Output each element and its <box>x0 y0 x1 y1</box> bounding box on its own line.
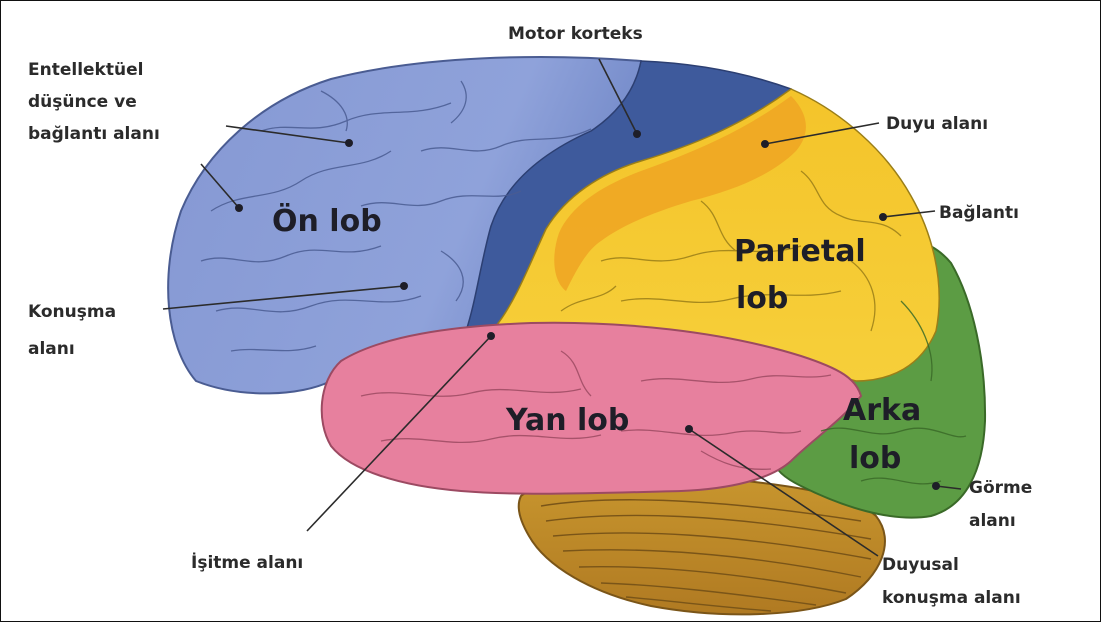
parietal-lobe-label-line2: lob <box>736 281 788 316</box>
frontal-lobe-label: Ön lob <box>272 204 382 239</box>
occipital-lobe-label-line1: Arka <box>843 393 921 428</box>
association-label: Bağlantı <box>939 202 1019 224</box>
parietal-lobe-label-line1: Parietal <box>734 234 866 269</box>
intellectual-label-line2: düşünce ve <box>28 91 137 113</box>
vision-area-label-line2: alanı <box>969 510 1016 532</box>
temporal-lobe-label: Yan lob <box>506 403 629 438</box>
vision-area-label-line1: Görme <box>969 477 1032 499</box>
occipital-lobe-label-line2: lob <box>849 441 901 476</box>
speech-area-label-line1: Konuşma <box>28 301 116 323</box>
sensory-speech-label-line1: Duyusal <box>882 554 959 576</box>
intellectual-label-line3: bağlantı alanı <box>28 123 160 145</box>
hearing-area-label: İşitme alanı <box>191 552 303 574</box>
sensory-speech-label-line2: konuşma alanı <box>882 587 1021 609</box>
motor-cortex-label: Motor korteks <box>508 23 643 45</box>
sensory-area-label: Duyu alanı <box>886 113 988 135</box>
intellectual-label-line1: Entellektüel <box>28 59 143 81</box>
speech-area-label-line2: alanı <box>28 338 75 360</box>
